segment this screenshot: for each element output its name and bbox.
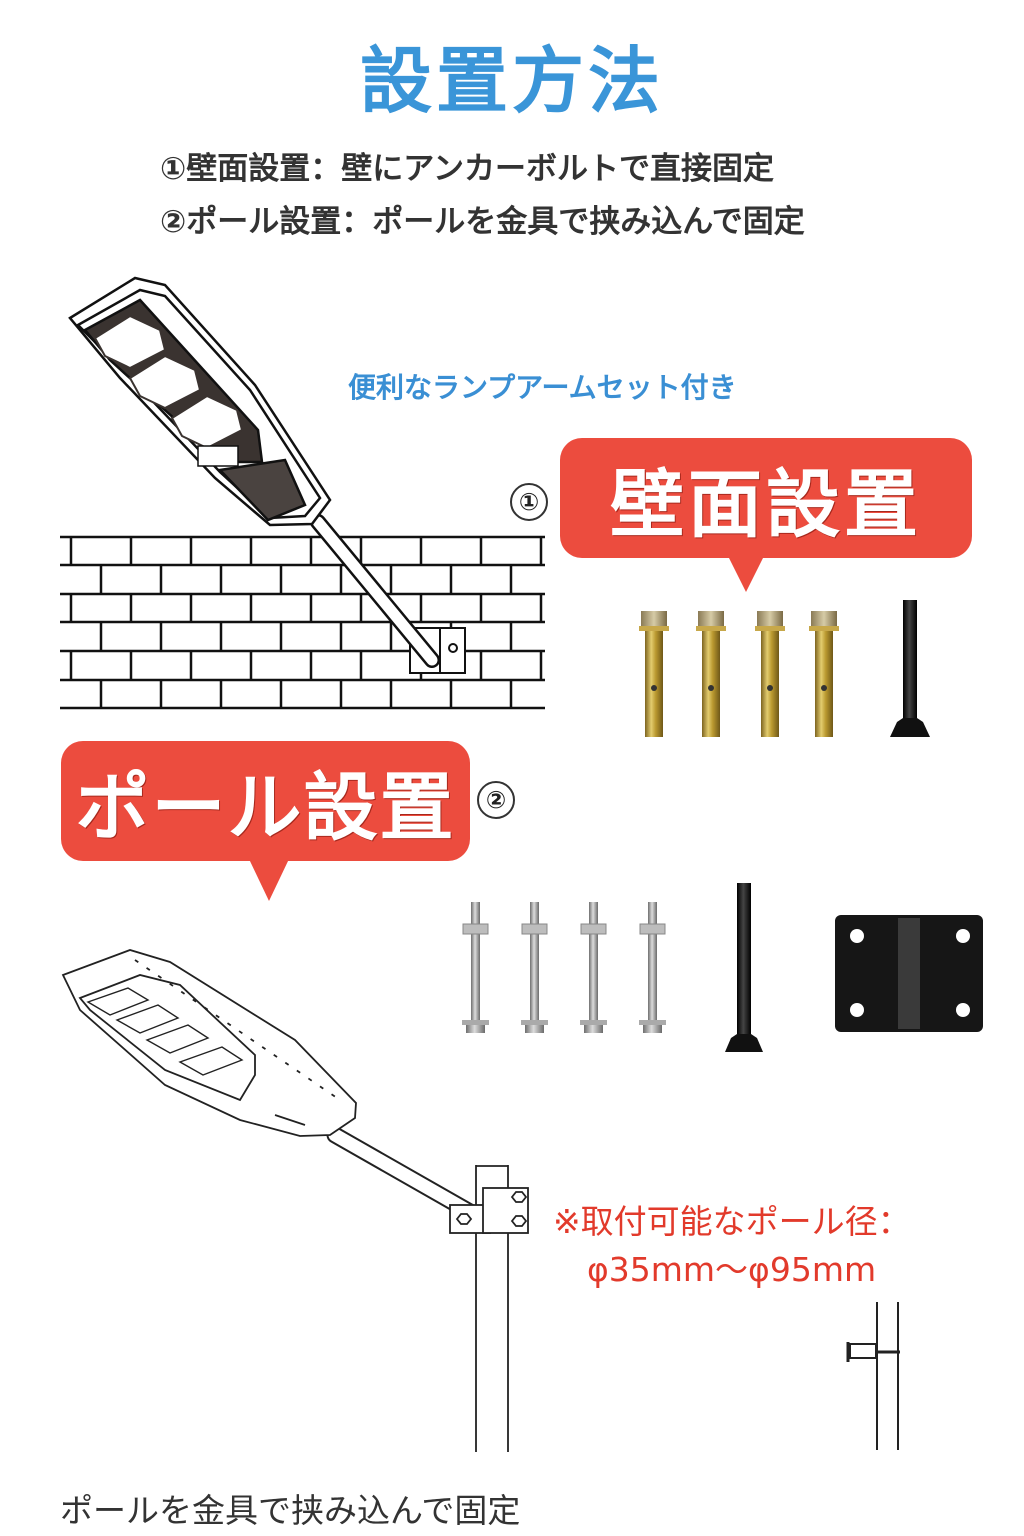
arm-set-note: 便利なランプアームセット付き bbox=[348, 371, 737, 404]
bolt-with-nut-icon bbox=[580, 902, 607, 1033]
anchor-bolt-icon bbox=[696, 611, 726, 737]
street-light-head-icon bbox=[61, 949, 357, 1137]
bubble-tail bbox=[249, 859, 289, 901]
lamp-arm-pole-icon bbox=[890, 600, 930, 737]
bolt-with-nut-icon bbox=[639, 902, 666, 1033]
pole-caption: ポールを金具で挟み込んで固定 bbox=[60, 1491, 521, 1530]
wall-parts bbox=[639, 600, 930, 737]
pole-mount-label: ポール設置 bbox=[75, 764, 456, 851]
wall-mount-label: 壁面設置 bbox=[610, 461, 922, 548]
lamp-arm-icon bbox=[326, 1126, 479, 1221]
anchor-bolt-icon bbox=[639, 611, 669, 737]
anchor-bolt-icon bbox=[755, 611, 785, 737]
lamp-arm-icon bbox=[310, 514, 440, 668]
pole-diameter-label: ※取付可能なポール径： bbox=[553, 1202, 911, 1241]
page-title: 設置方法 bbox=[359, 39, 664, 123]
street-light-head-icon bbox=[68, 276, 332, 527]
pole-parts bbox=[462, 883, 983, 1052]
intro-line-pole: ②ポール設置：ポールを金具で挟み込んで固定 bbox=[160, 204, 805, 240]
bubble-tail bbox=[728, 556, 764, 592]
brick-wall-icon bbox=[60, 535, 545, 710]
pole-mount-bubble: ポール設置 bbox=[61, 741, 470, 901]
wall-mount-bubble: 壁面設置 bbox=[560, 438, 972, 592]
step-number-1: ① bbox=[510, 483, 548, 521]
bolt-with-nut-icon bbox=[521, 902, 548, 1033]
pole-mount-illustration bbox=[61, 949, 529, 1452]
step-number-2: ② bbox=[477, 781, 515, 819]
anchor-bolt-icon bbox=[809, 611, 839, 737]
bolt-with-nut-icon bbox=[462, 902, 489, 1033]
pole-diameter-range: φ35mm〜φ95mm bbox=[587, 1250, 877, 1289]
wall-mount-illustration bbox=[60, 276, 545, 710]
intro-line-wall: ①壁面設置：壁にアンカーボルトで直接固定 bbox=[160, 151, 775, 187]
pole-clamp-bracket-icon bbox=[835, 915, 983, 1032]
lamp-arm-pole-icon bbox=[725, 883, 763, 1052]
pole-diameter-note: ※取付可能なポール径： φ35mm〜φ95mm bbox=[553, 1198, 911, 1294]
clamp-side-diagram bbox=[846, 1302, 900, 1450]
pole-clamp-icon bbox=[449, 1187, 529, 1234]
